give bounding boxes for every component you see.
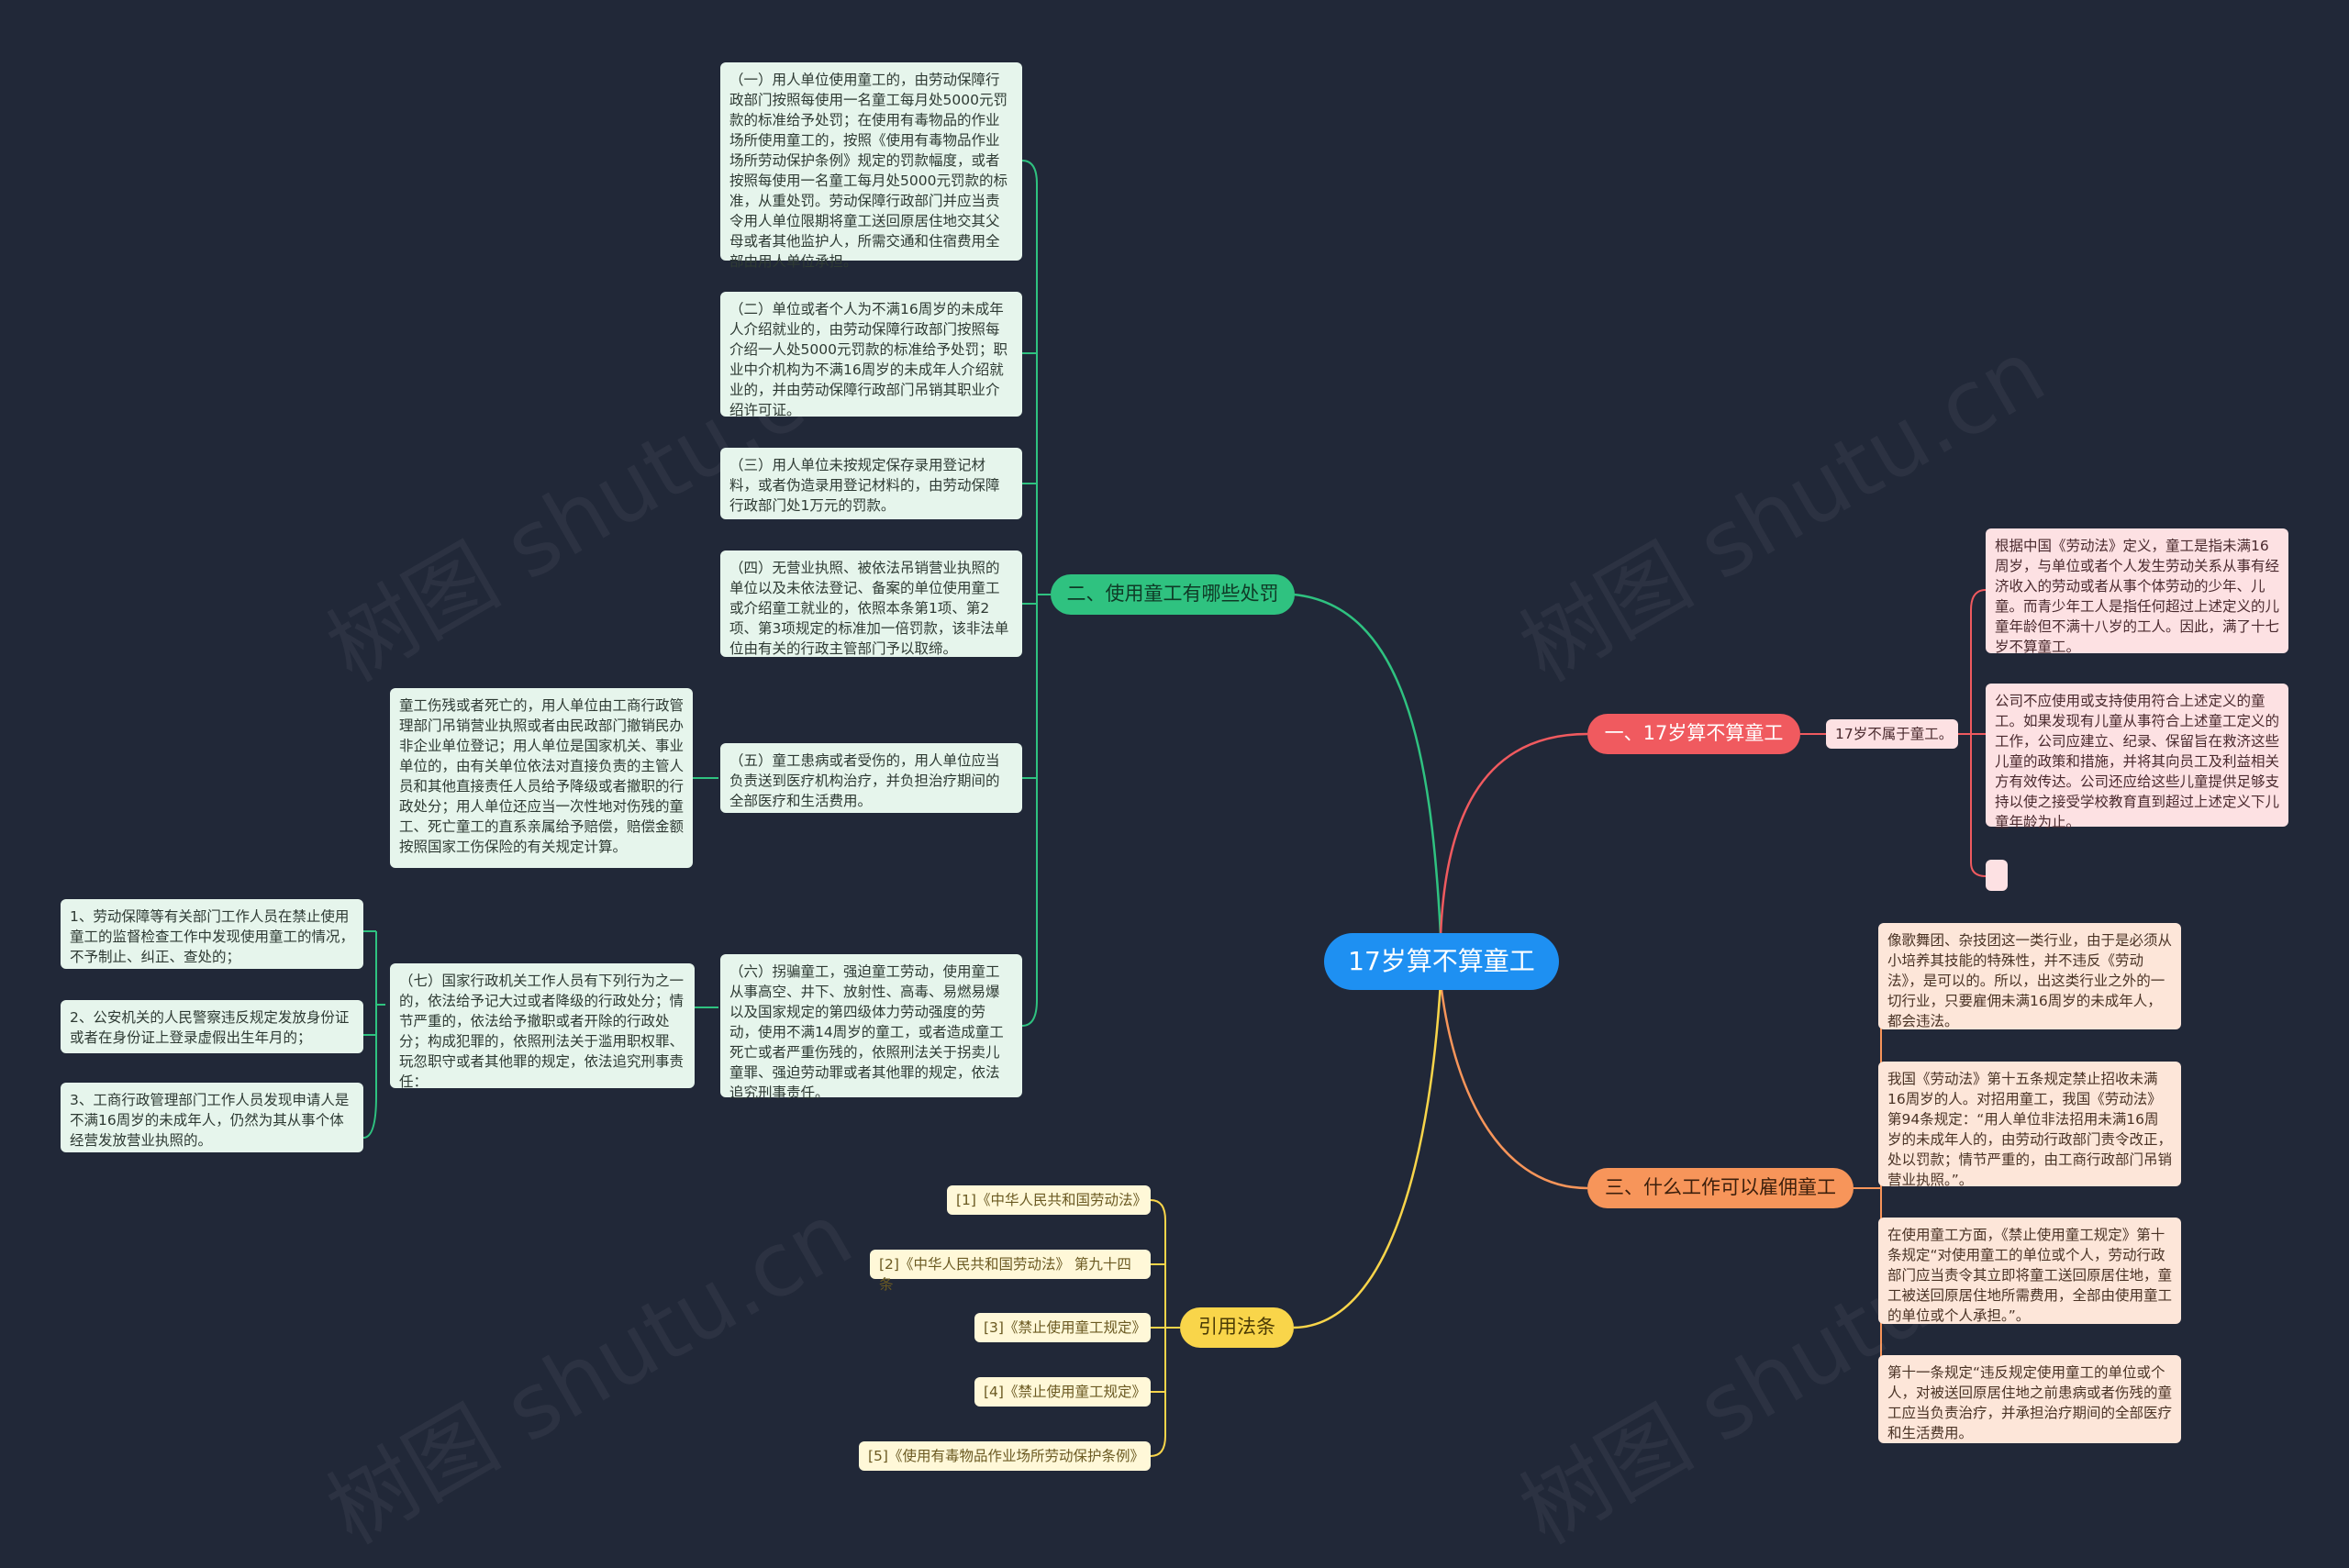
connector-lines (362, 160, 1987, 1457)
penalty-item-6[interactable]: （六）拐骗童工，强迫童工劳动，使用童工从事高空、井下、放射性、高毒、易燃易爆以及… (720, 954, 1022, 1101)
seventh-subitem-1[interactable]: 1、劳动保障等有关部门工作人员在禁止使用童工的监督检查工作中发现使用童工的情况，… (61, 899, 363, 969)
penalty-item-4[interactable]: （四）无营业执照、被依法吊销营业执照的单位以及未依法登记、备案的单位使用童工或介… (720, 550, 1022, 657)
penalty-item-3[interactable]: （三）用人单位未按规定保存录用登记材料，或者伪造录用登记材料的，由劳动保障行政部… (720, 448, 1022, 519)
injury-detail[interactable]: 童工伤残或者死亡的，用人单位由工商行政管理部门吊销营业执照或者由民政部门撤销民办… (390, 688, 693, 868)
branch-is-child-labor[interactable]: 一、17岁算不算童工 (1587, 714, 1800, 754)
link-root-citations (1293, 981, 1442, 1329)
company-policy[interactable]: 公司不应使用或支持使用符合上述定义的童工。如果发现有儿童从事符合上述童工定义的工… (1986, 684, 2288, 830)
seventh-subitem-3[interactable]: 3、工商行政管理部门工作人员发现申请人是不满16周岁的未成年人，仍然为其从事个体… (61, 1083, 363, 1152)
branch-citations[interactable]: 引用法条 (1180, 1307, 1294, 1348)
link-root-penalties (1293, 593, 1442, 937)
branch-penalties[interactable]: 二、使用童工有哪些处罚 (1051, 574, 1295, 615)
penalty-item-2[interactable]: （二）单位或者个人为不满16周岁的未成年人介绍就业的，由劳动保障行政部门按照每介… (720, 292, 1022, 418)
penalty-item-7[interactable]: （七）国家行政机关工作人员有下列行为之一的，依法给予记大过或者降级的行政处分；情… (390, 963, 695, 1090)
allowed-job-item-1[interactable]: 像歌舞团、杂技团这一类行业，由于是必须从小培养其技能的特殊性，并不违反《劳动法》… (1878, 923, 2181, 1029)
penalty-item-5[interactable]: （五）童工患病或者受伤的，用人单位应当负责送到医疗机构治疗，并负担治疗期间的全部… (720, 743, 1022, 813)
link-root-is-child-labor (1439, 732, 1588, 937)
penalties-bracket (362, 160, 1051, 1139)
citation-5[interactable]: [5]《使用有毒物品作业场所劳动保护条例》 (859, 1441, 1151, 1471)
empty-note[interactable] (1986, 860, 2008, 891)
branch-allowed-jobs[interactable]: 三、什么工作可以雇佣童工 (1587, 1168, 1854, 1208)
child-labor-definition[interactable]: 根据中国《劳动法》定义，童工是指未满16周岁，与单位或者个人发生劳动关系从事有经… (1986, 528, 2288, 655)
citation-2[interactable]: [2]《中华人民共和国劳动法》 第九十四条 (870, 1250, 1151, 1293)
penalty-item-1[interactable]: （一）用人单位使用童工的，由劳动保障行政部门按照每使用一名童工每月处5000元罚… (720, 62, 1022, 270)
citations-bracket (1150, 1199, 1180, 1457)
citation-4[interactable]: [4]《禁止使用童工规定》 (974, 1377, 1151, 1407)
seventh-subitem-2[interactable]: 2、公安机关的人民警察违反规定发放身份证或者在身份证上登录虚假出生年月的； (61, 1000, 363, 1053)
root-topic[interactable]: 17岁算不算童工 (1324, 933, 1559, 990)
allowed-job-item-2[interactable]: 我国《劳动法》第十五条规定禁止招收未满16周岁的人。对招用童工，我国《劳动法》第… (1878, 1062, 2181, 1188)
link-root-allowed-jobs (1439, 981, 1588, 1190)
citation-3[interactable]: [3]《禁止使用童工规定》 (974, 1313, 1151, 1342)
allowed-job-item-3[interactable]: 在使用童工方面，《禁止使用童工规定》第十条规定“对使用童工的单位或个人，劳动行政… (1878, 1218, 2181, 1324)
allowed-job-item-4[interactable]: 第十一条规定“违反规定使用童工的单位或个人，对被送回原居住地之前患病或者伤残的童… (1878, 1355, 2181, 1443)
child-labor-bracket (1800, 589, 1987, 877)
answer-not-child-labor[interactable]: 17岁不属于童工。 (1826, 719, 1958, 749)
citation-1[interactable]: [1]《中华人民共和国劳动法》 (947, 1185, 1151, 1215)
